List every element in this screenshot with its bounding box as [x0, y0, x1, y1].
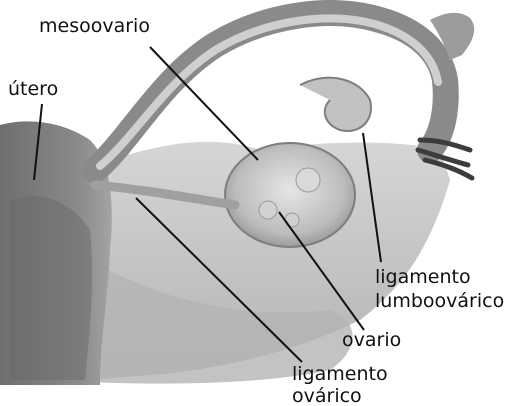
- label-mesoovario: mesoovario: [39, 17, 150, 36]
- ovary-follicle: [296, 168, 320, 192]
- label-utero: útero: [8, 80, 58, 99]
- label-ligamento-ovarico-line1: ligamento: [292, 363, 388, 385]
- label-ovario: ovario: [342, 331, 401, 350]
- uterus-shading: [10, 196, 92, 380]
- label-ligamento-ovarico-line2: ovárico: [292, 385, 388, 406]
- ovary-shape: [225, 143, 355, 247]
- label-ligamento-lumboovarico-line2: lumboovárico: [375, 289, 504, 313]
- label-ligamento-ovarico: ligamento ovárico: [292, 363, 388, 406]
- ovary-follicle: [259, 201, 277, 219]
- label-ligamento-lumboovarico-line1: ligamento: [375, 265, 504, 289]
- label-ligamento-lumboovarico: ligamento lumboovárico: [375, 265, 504, 313]
- mesosalpinx-fold: [300, 78, 371, 131]
